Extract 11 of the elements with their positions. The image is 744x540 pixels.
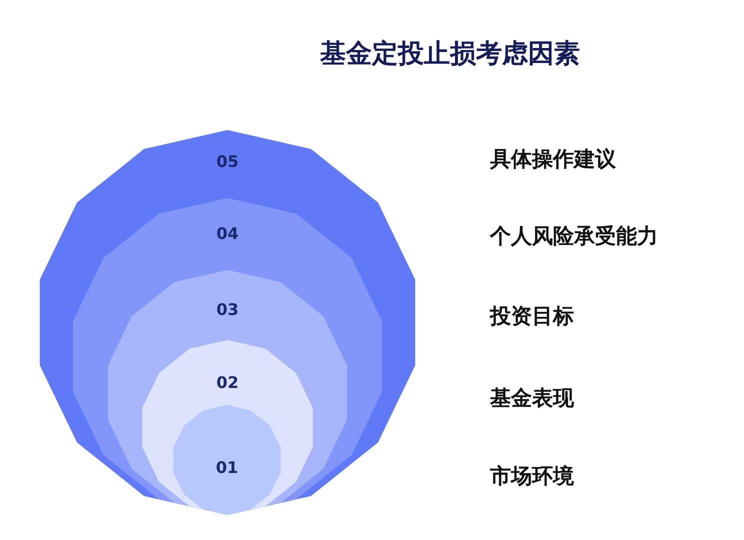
layer-number: 05 bbox=[215, 152, 240, 171]
factor-label: 个人风险承受能力 bbox=[490, 223, 658, 250]
factor-label: 具体操作建议 bbox=[490, 146, 616, 173]
layer-number: 03 bbox=[215, 300, 240, 319]
factor-label: 投资目标 bbox=[490, 303, 574, 330]
factor-label: 市场环境 bbox=[490, 463, 574, 490]
layer-number: 04 bbox=[215, 224, 240, 243]
factor-label: 基金表现 bbox=[490, 385, 574, 412]
layer-number: 01 bbox=[214, 458, 240, 477]
diagram-title: 基金定投止损考虑因素 bbox=[320, 38, 580, 71]
layer-number: 02 bbox=[215, 373, 240, 392]
